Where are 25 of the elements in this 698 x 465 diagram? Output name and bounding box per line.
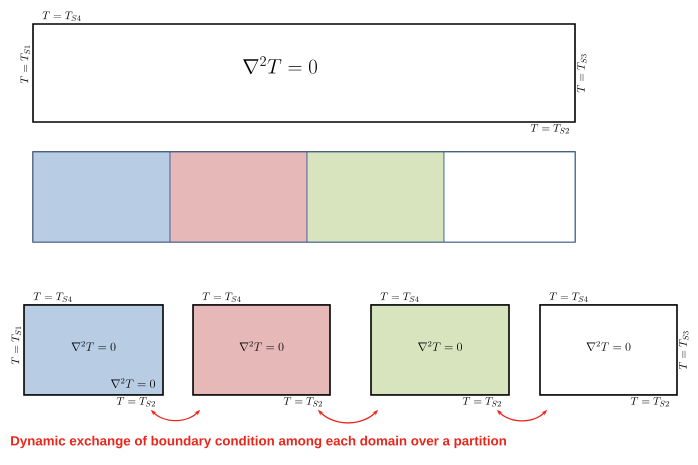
domain-cell — [306, 152, 444, 242]
boundary-label: $T = T_{S3}$ — [679, 331, 689, 370]
boundary-label: $T = T_{S4}$ — [202, 292, 241, 302]
boundary-label: $T = T_{S2}$ — [116, 397, 155, 407]
domain-cell — [32, 152, 170, 242]
boundary-label: $T = T_{S2}$ — [630, 397, 669, 407]
equation: $\nabla^2 T = 0$ — [72, 341, 116, 352]
equation: $\nabla^2 T = 0$ — [418, 341, 462, 352]
boundary-label: $T = T_{S2}$ — [284, 397, 322, 407]
equation: $\nabla^2 T = 0$ — [240, 341, 284, 352]
equation: $\nabla^2 T = 0$ — [111, 378, 155, 388]
boundary-label: $T = T_{S2}$ — [462, 397, 501, 407]
boundary-label: $T = T_{S4}$ — [33, 292, 72, 302]
equation: $\nabla^2 T = 0$ — [586, 341, 630, 352]
equation: $\nabla^2 T = 0$ — [243, 56, 317, 74]
boundary-label: $T = T_{S4}$ — [380, 292, 419, 302]
boundary-label: $T = T_{S2}$ — [530, 124, 569, 134]
boundary-label: $T = T_{S1}$ — [12, 326, 21, 364]
boundary-label: $T = T_{S1}$ — [20, 46, 30, 84]
boundary-label: $T = T_{S4}$ — [549, 292, 588, 302]
boundary-label: $T = T_{S3}$ — [577, 54, 587, 92]
caption: Dynamic exchange of boundary condition among each domain over a partition — [11, 436, 506, 448]
domain-cell — [170, 152, 308, 242]
boundary-label: $T = T_{S4}$ — [42, 12, 81, 21]
domain-cell — [444, 152, 576, 242]
